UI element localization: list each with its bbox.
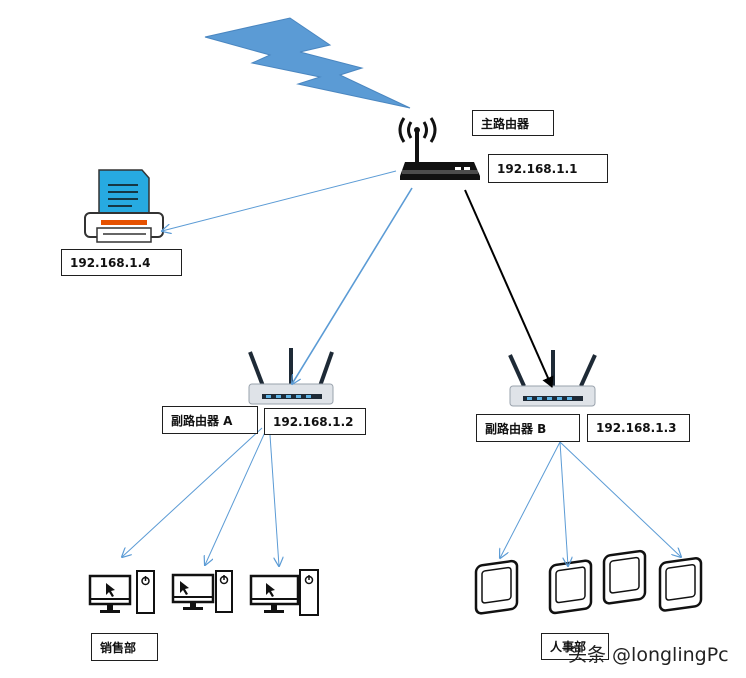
hr-monitor-3-icon [602,549,647,605]
hr-monitor-2-icon [548,559,593,615]
link-main-to-router-b [464,189,554,388]
sub-router-b-ip-label: 192.168.1.3 [587,414,690,442]
printer-icon [84,169,164,243]
sub-router-b-name-label: 副路由器 B [476,414,580,442]
sales-department-label: 销售部 [91,633,158,661]
link-b-to-hr-2 [559,441,568,566]
hr-department-label: 人事部 [541,633,609,660]
watermark-text: 头条 @longlingPc [568,644,729,666]
link-a-to-sales-pc-3 [269,434,279,566]
hr-monitor-4-icon [658,557,703,612]
main-router-icon [398,117,480,180]
sales-pc-3-icon [249,569,319,616]
main-router-name-label: 主路由器 [472,110,554,136]
sub-router-b-icon [508,350,597,407]
sales-pc-1-icon [88,570,155,614]
main-router-ip-label: 192.168.1.1 [488,154,608,183]
link-a-to-sales-pc-2 [205,429,267,565]
link-main-to-printer [162,170,397,231]
sub-router-a-icon [248,348,334,405]
sub-router-a-name-label: 副路由器 A [162,406,258,434]
printer-ip-label: 192.168.1.4 [61,249,182,276]
link-b-to-hr-3 [559,441,681,557]
link-main-to-router-a [292,187,413,384]
link-b-to-hr-1 [500,441,561,558]
sub-router-a-ip-label: 192.168.1.2 [264,408,366,435]
link-a-to-sales-pc-1 [122,427,263,557]
hr-monitor-1-icon [474,559,519,615]
sales-pc-2-icon [171,570,233,613]
lightning-icon [204,17,411,109]
